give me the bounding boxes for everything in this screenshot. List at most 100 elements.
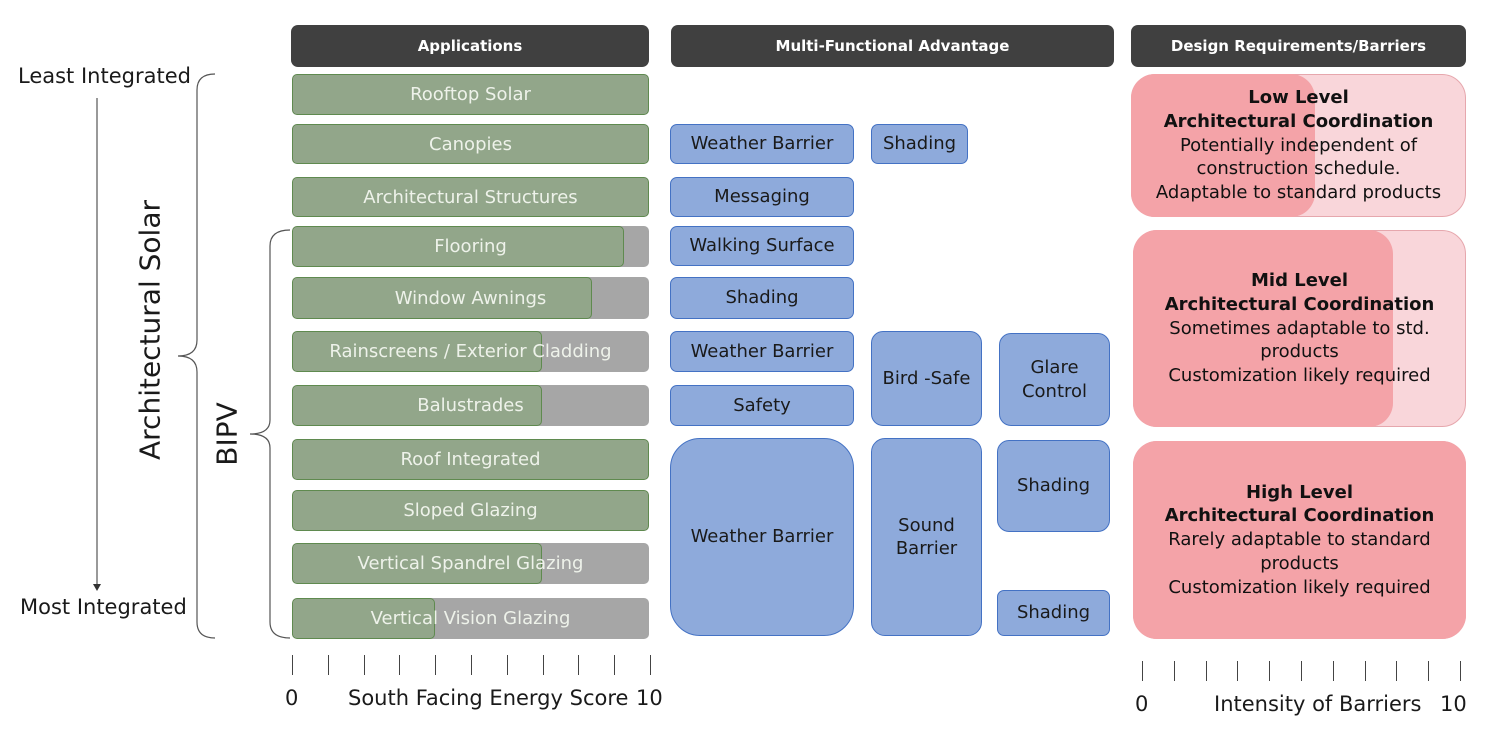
energy-score-fill: [292, 226, 624, 267]
energy-axis-tick: [471, 655, 472, 675]
application-label: Sloped Glazing: [403, 500, 538, 521]
safety-box: Safety: [670, 385, 854, 426]
requirement-line: products: [1260, 552, 1339, 574]
sound-barrier-box: Sound Barrier: [871, 438, 982, 636]
energy-score-fill: [292, 277, 592, 319]
energy-axis-tick: [542, 655, 544, 675]
application-row: Flooring: [292, 226, 649, 267]
application-label: Rainscreens / Exterior Cladding: [329, 341, 612, 362]
requirement-level: High Level: [1246, 481, 1353, 503]
requirement-line: Adaptable to standard products: [1155, 182, 1442, 204]
energy-axis-tick: [578, 655, 580, 675]
barrier-axis-tick: [1460, 661, 1461, 681]
barrier-axis-tick: [1364, 661, 1366, 681]
awnings-shading: Shading: [670, 277, 854, 319]
requirement-line: Sometimes adaptable to std.: [1169, 317, 1430, 339]
canopies-shading: Shading: [871, 124, 968, 164]
barrier-axis-tick: [1205, 661, 1207, 681]
energy-score-fill: [292, 385, 542, 426]
energy-score-fill: [292, 331, 542, 372]
architectural-solar-bracket: [177, 73, 216, 639]
energy-score-fill: [292, 74, 649, 115]
application-row: Rainscreens / Exterior Cladding: [292, 331, 649, 372]
cladding-weather-barrier: Weather Barrier: [670, 331, 854, 372]
barrier-axis-tick: [1301, 661, 1302, 681]
energy-axis-min: 0: [285, 686, 299, 710]
application-row: Rooftop Solar: [292, 74, 649, 115]
energy-axis-tick: [614, 655, 616, 675]
application-row: Architectural Structures: [292, 177, 649, 217]
application-label: Canopies: [429, 133, 512, 155]
integration-brackets: [93, 73, 291, 639]
application-row: Sloped Glazing: [292, 490, 649, 531]
barrier-axis-max: 10: [1440, 692, 1467, 716]
application-label: Architectural Structures: [363, 186, 578, 208]
barrier-axis-tick: [1396, 661, 1398, 681]
bird-safe-box: Bird -Safe: [871, 331, 982, 426]
least-integrated-label: Least Integrated: [18, 64, 191, 88]
bipv-label: BIPV: [210, 402, 244, 466]
walking-surface-box: Walking Surface: [670, 226, 854, 266]
application-label: Vertical Vision Glazing: [370, 608, 571, 629]
integrated-weather-barrier: Weather Barrier: [670, 438, 854, 636]
requirement-line: Customization likely required: [1168, 365, 1431, 387]
application-label: Balustrades: [417, 395, 524, 416]
application-row: Roof Integrated: [292, 439, 649, 480]
barrier-axis-tick: [1173, 661, 1175, 681]
most-integrated-label: Most Integrated: [20, 595, 187, 619]
requirement-level: Mid Level: [1250, 270, 1349, 292]
barrier-axis-tick: [1142, 661, 1143, 681]
barrier-intensity-fill: [1131, 74, 1315, 217]
integrated-shading-a: Shading: [997, 440, 1110, 532]
energy-axis-tick: [399, 655, 401, 675]
requirement-line: construction schedule.: [1196, 158, 1401, 180]
requirement-line: products: [1260, 341, 1339, 363]
energy-axis-max: 10: [636, 686, 663, 710]
barrier-axis-min: 0: [1135, 692, 1149, 716]
multi-functional-header: Multi-Functional Advantage: [671, 25, 1114, 67]
energy-score-fill: [292, 598, 435, 639]
bipv-bracket: [249, 229, 291, 639]
barrier-axis-tick: [1428, 661, 1430, 681]
energy-axis-tick: [292, 655, 293, 675]
application-row: Window Awnings: [292, 277, 649, 319]
energy-axis-tick: [435, 655, 437, 675]
barrier-axis-tick: [1269, 661, 1271, 681]
energy-score-fill: [292, 490, 649, 531]
requirement-level: Low Level: [1248, 87, 1349, 109]
energy-axis-tick: [363, 655, 365, 675]
requirement-title: Architectural Coordination: [1163, 110, 1434, 132]
application-row: Vertical Spandrel Glazing: [292, 543, 649, 584]
applications-header: Applications: [291, 25, 649, 67]
messaging-box: Messaging: [670, 177, 854, 217]
barrier-intensity-fill: [1133, 441, 1466, 639]
requirement-line: Potentially independent of: [1179, 134, 1418, 156]
barrier-intensity-fill: [1133, 230, 1393, 427]
barrier-axis-title: Intensity of Barriers: [1214, 692, 1422, 716]
design-requirements-header: Design Requirements/Barriers: [1131, 25, 1466, 67]
application-label: Rooftop Solar: [410, 84, 531, 105]
energy-score-fill: [292, 124, 649, 164]
glare-control-box: Glare Control: [999, 333, 1110, 426]
requirement-line: Rarely adaptable to standard: [1168, 529, 1431, 551]
application-label: Window Awnings: [394, 287, 547, 309]
integrated-shading-b: Shading: [997, 590, 1110, 636]
arrow-down-icon: [93, 584, 101, 591]
requirement-title: Architectural Coordination: [1164, 293, 1435, 315]
application-label: Flooring: [434, 236, 507, 257]
energy-score-fill: [292, 177, 649, 217]
energy-axis-tick: [327, 655, 329, 675]
barrier-axis-tick: [1237, 661, 1239, 681]
energy-axis-tick: [506, 655, 508, 675]
application-row: Balustrades: [292, 385, 649, 426]
application-row: Vertical Vision Glazing: [292, 598, 649, 639]
architectural-solar-label: Architectural Solar: [133, 200, 167, 460]
energy-score-fill: [292, 543, 542, 584]
energy-score-fill: [292, 439, 649, 480]
requirement-title: Architectural Coordination: [1164, 505, 1435, 527]
